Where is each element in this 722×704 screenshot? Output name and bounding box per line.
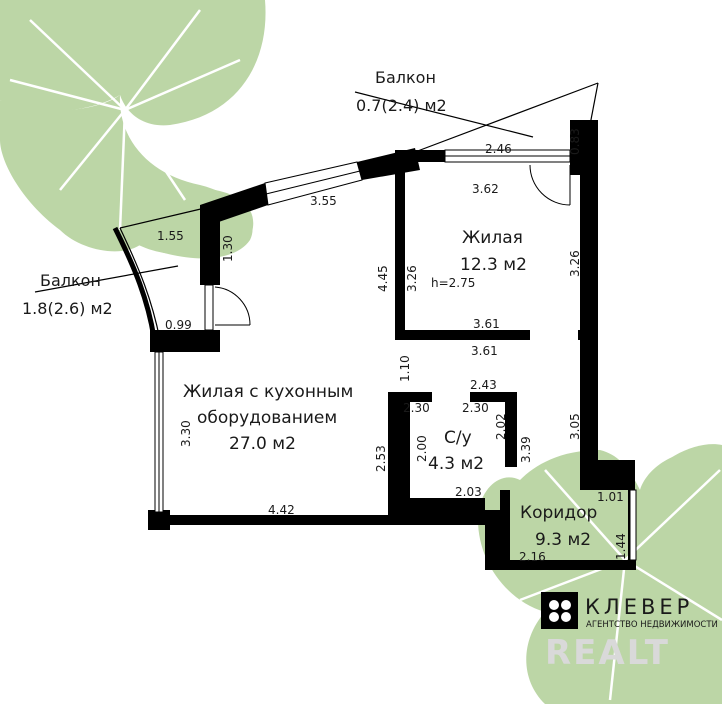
- window-left-upper: [204, 284, 214, 331]
- room-bathroom-area: 4.3 м2: [428, 454, 484, 474]
- clover-decoration-top: [0, 0, 266, 259]
- dim-2-30-right: 2.30: [462, 401, 489, 415]
- room-bathroom-name: С/у: [444, 428, 472, 448]
- dim-3-26-left: 3.26: [405, 265, 419, 292]
- dim-3-30: 3.30: [179, 420, 193, 447]
- dim-2-02: 2.02: [494, 413, 508, 440]
- dim-3-55: 3.55: [310, 194, 337, 208]
- dim-0-99: 0.99: [165, 318, 192, 332]
- balcony-top-title: Балкон: [375, 68, 436, 87]
- dim-2-30-left: 2.30: [403, 401, 430, 415]
- room-corridor-area: 9.3 м2: [535, 530, 591, 550]
- window-top-diagonal-line: [265, 170, 361, 195]
- dim-1-01: 1.01: [597, 490, 624, 504]
- dim-1-44: 1.44: [614, 533, 628, 560]
- dim-1-10: 1.10: [398, 355, 412, 382]
- dim-0-83: 0.83: [568, 128, 582, 155]
- dim-3-61-top: 3.61: [473, 317, 500, 331]
- dim-4-42: 4.42: [268, 503, 295, 517]
- balcony-left-area: 1.8(2.6) м2: [22, 299, 113, 318]
- dim-1-55: 1.55: [157, 229, 184, 243]
- clover-decoration-bottom: [478, 444, 722, 704]
- door-corridor[interactable]: [629, 489, 637, 561]
- room-corridor-name: Коридор: [520, 503, 597, 523]
- balcony-left-curve: [112, 226, 157, 339]
- dim-3-39: 3.39: [519, 436, 533, 463]
- dim-3-61-bottom: 3.61: [471, 344, 498, 358]
- watermark: REALT: [545, 633, 670, 673]
- logo-name: КЛЕВЕР: [585, 595, 693, 619]
- dim-2-43: 2.43: [470, 378, 497, 392]
- clover-star-top: [9, 9, 241, 231]
- balcony-top-outline: [354, 82, 599, 153]
- dim-3-05: 3.05: [568, 413, 582, 440]
- balcony-left-outline: [34, 207, 206, 341]
- dim-2-46: 2.46: [485, 142, 512, 156]
- dim-2-00: 2.00: [415, 435, 429, 462]
- dim-3-62: 3.62: [472, 182, 499, 196]
- dim-2-03: 2.03: [455, 485, 482, 499]
- door-balcony-top[interactable]: [529, 164, 571, 206]
- dim-4-45: 4.45: [376, 265, 390, 292]
- logo-subtitle: АГЕНТСТВО НЕДВИЖИМОСТИ: [586, 620, 718, 630]
- room-living-small-area: 12.3 м2: [460, 255, 527, 275]
- balcony-left-title: Балкон: [40, 271, 101, 290]
- room-living-small-height: h=2.75: [431, 276, 475, 290]
- dim-3-26-right: 3.26: [568, 250, 582, 277]
- window-top-diagonal: [264, 161, 363, 206]
- room-living-kitchen-area: 27.0 м2: [229, 434, 296, 454]
- room-living-kitchen-line1: Жилая с кухонным: [183, 382, 353, 402]
- door-balcony-left[interactable]: [214, 286, 251, 326]
- room-living-small-name: Жилая: [462, 228, 523, 248]
- clover-logo-icon: [541, 592, 578, 629]
- klever-logo: КЛЕВЕР АГЕНТСТВО НЕДВИЖИМОСТИ: [541, 592, 718, 630]
- balcony-top-area: 0.7(2.4) м2: [356, 96, 447, 115]
- dim-2-16: 2.16: [519, 550, 546, 564]
- dim-1-30: 1.30: [221, 235, 235, 262]
- room-living-kitchen-line2: оборудованием: [197, 408, 337, 428]
- dim-2-53: 2.53: [374, 445, 388, 472]
